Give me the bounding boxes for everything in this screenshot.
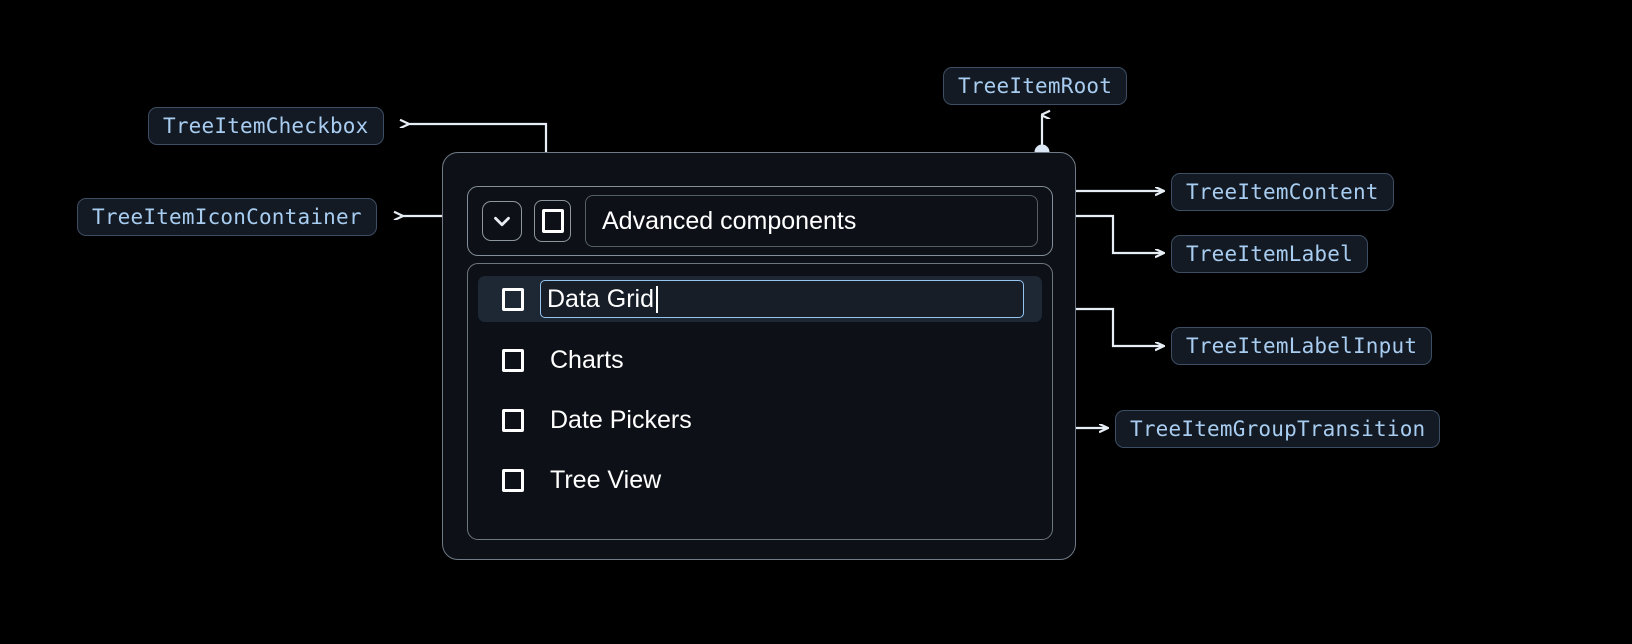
annotation-badge-tree-item-icon-container: TreeItemIconContainer	[77, 198, 377, 236]
annotation-badge-tree-item-root: TreeItemRoot	[943, 67, 1128, 105]
tree-item-label[interactable]: Advanced components	[585, 195, 1038, 247]
annotation-badge-tree-item-content: TreeItemContent	[1171, 173, 1394, 211]
tree-item-label-input[interactable]: Data Grid	[540, 280, 1024, 318]
tree-item-content[interactable]: Advanced components	[467, 186, 1053, 256]
tree-item-root[interactable]: Advanced components Data Grid Charts Dat…	[442, 152, 1076, 560]
tree-item-row-data-grid[interactable]: Data Grid	[478, 276, 1042, 322]
tree-item-checkbox[interactable]	[534, 200, 571, 242]
tree-item-icon-container[interactable]	[482, 201, 522, 241]
tree-item-group-transition: Data Grid Charts Date Pickers Tree View	[467, 263, 1053, 540]
annotation-badge-tree-item-label: TreeItemLabel	[1171, 235, 1368, 273]
tree-item-label: Charts	[550, 345, 624, 374]
checkbox-square-icon[interactable]	[502, 287, 524, 311]
chevron-down-icon	[494, 216, 510, 227]
annotation-badge-tree-item-label-input: TreeItemLabelInput	[1171, 327, 1433, 365]
checkbox-square-icon[interactable]	[502, 408, 524, 432]
checkbox-square-icon[interactable]	[502, 468, 524, 492]
annotation-badge-tree-item-checkbox: TreeItemCheckbox	[148, 107, 384, 145]
annotation-badge-tree-item-group-transition: TreeItemGroupTransition	[1115, 410, 1441, 448]
label-input-value: Data Grid	[547, 284, 654, 313]
tree-item-row-date-pickers[interactable]: Date Pickers	[478, 398, 1042, 442]
tree-item-row-charts[interactable]: Charts	[478, 338, 1042, 382]
text-caret	[655, 285, 658, 313]
checkbox-square-icon[interactable]	[502, 348, 524, 372]
checkbox-square-icon	[541, 209, 564, 233]
tree-item-label: Date Pickers	[550, 405, 692, 434]
tree-item-row-tree-view[interactable]: Tree View	[478, 458, 1042, 502]
tree-item-label: Tree View	[550, 465, 662, 494]
